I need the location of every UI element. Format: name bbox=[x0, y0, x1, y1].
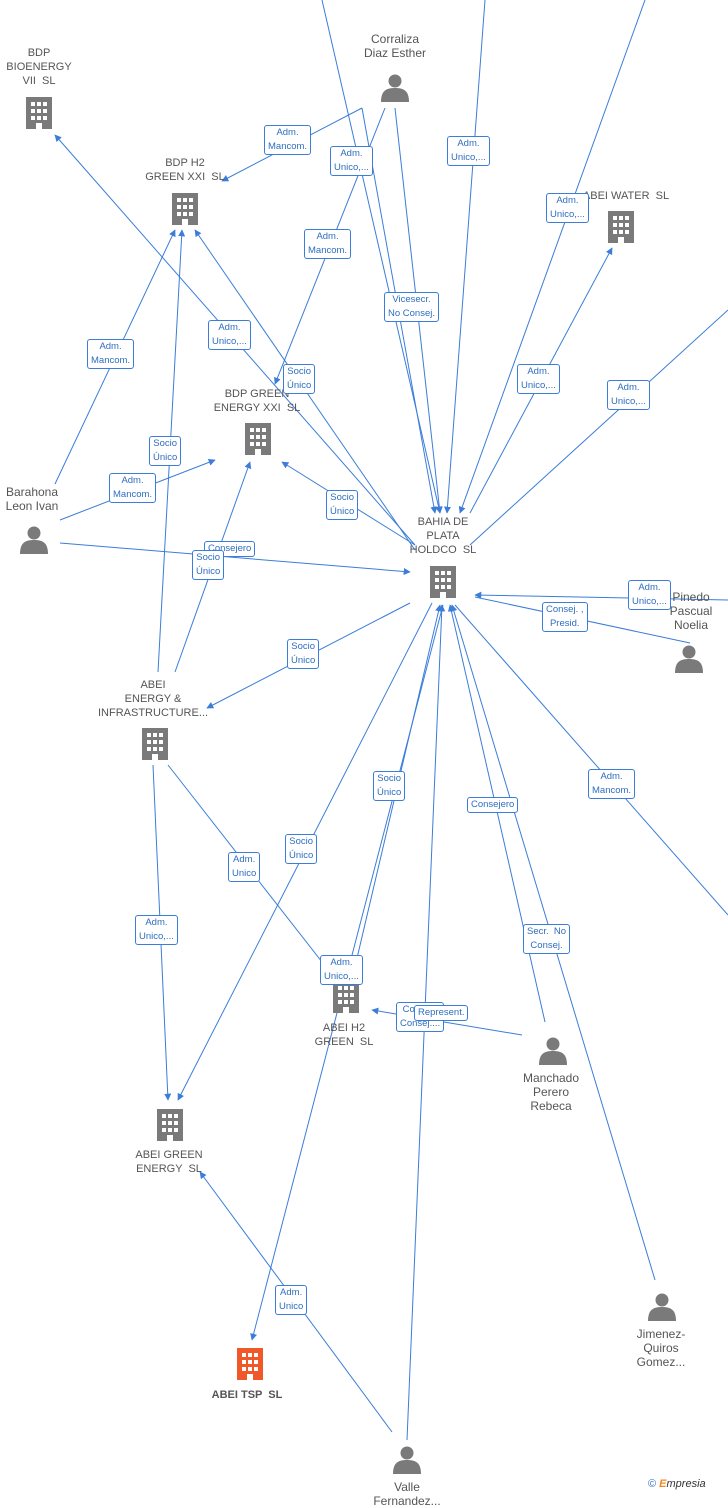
company-icon bbox=[142, 728, 168, 760]
edge-label[interactable]: Represent. bbox=[414, 1005, 469, 1021]
edge-label[interactable]: Socio Único bbox=[287, 639, 320, 669]
edge-label[interactable]: Consej. , Presid. bbox=[542, 602, 588, 632]
edge-label[interactable]: Socio Único bbox=[149, 436, 182, 466]
company-icon bbox=[157, 1109, 183, 1141]
edge-label[interactable]: Secr. No Consej. bbox=[523, 924, 571, 954]
node-label: ABEI H2 GREEN SL bbox=[314, 1022, 374, 1048]
node-label: BDP GREEN ENERGY XXI SL bbox=[213, 388, 301, 414]
node-bahia[interactable]: BAHIA DE PLATA HOLDCO SL bbox=[403, 515, 483, 557]
node-jimenez[interactable]: Jimenez- Quiros Gomez... bbox=[620, 1327, 702, 1369]
edge-label[interactable]: Socio Único bbox=[373, 771, 406, 801]
node-barahona[interactable]: Barahona Leon Ivan bbox=[0, 485, 64, 513]
edge bbox=[443, 0, 486, 514]
edge bbox=[321, 0, 442, 514]
company-icon bbox=[245, 423, 271, 455]
node-label: ABEI WATER SL bbox=[582, 190, 670, 202]
node-label: Jimenez- Quiros Gomez... bbox=[636, 1327, 686, 1369]
edge-label[interactable]: Adm. Unico,... bbox=[208, 320, 251, 350]
edge-label[interactable]: Adm. Mancom. bbox=[588, 769, 636, 799]
edge-label[interactable]: Adm. Unico,... bbox=[517, 364, 560, 394]
node-manchado[interactable]: Manchado Perero Rebeca bbox=[511, 1071, 591, 1113]
edge-label[interactable]: Adm. Unico,... bbox=[546, 193, 589, 223]
edge-label[interactable]: Socio Único bbox=[192, 550, 225, 580]
node-abei-water[interactable]: ABEI WATER SL bbox=[576, 189, 676, 203]
company-icon bbox=[430, 566, 456, 598]
copyright-symbol: © bbox=[648, 1478, 657, 1490]
company-icon bbox=[172, 193, 198, 225]
edge-label[interactable]: Adm. Unico,... bbox=[447, 136, 490, 166]
copyright-notice: © Empresia bbox=[648, 1478, 706, 1490]
edge bbox=[454, 604, 728, 916]
empresia-logo-text: mpresia bbox=[666, 1478, 706, 1490]
node-label: BDP BIOENERGY VII SL bbox=[6, 47, 72, 87]
empresia-logo-initial: E bbox=[659, 1478, 667, 1490]
node-abei-tsp[interactable]: ABEI TSP SL bbox=[195, 1388, 299, 1402]
node-bdp-h2[interactable]: BDP H2 GREEN XXI SL bbox=[135, 156, 235, 184]
edge-label[interactable]: Adm. Unico bbox=[228, 852, 261, 882]
person-icon bbox=[20, 526, 48, 554]
node-label: BDP H2 GREEN XXI SL bbox=[145, 157, 225, 183]
node-abei-energy-infra[interactable]: ABEI ENERGY & INFRASTRUCTURE... bbox=[92, 678, 214, 720]
node-corraliza[interactable]: Corraliza Diaz Esther bbox=[345, 32, 445, 60]
edge-label[interactable]: Adm. Unico,... bbox=[607, 380, 650, 410]
edge-label[interactable]: Adm. Unico,... bbox=[320, 955, 363, 985]
company-icon bbox=[26, 97, 52, 129]
node-label: ABEI ENERGY & INFRASTRUCTURE... bbox=[98, 679, 208, 719]
node-pinedo[interactable]: Pinedo Pascual Noelia bbox=[654, 590, 728, 632]
node-bdp-bioenergy[interactable]: BDP BIOENERGY VII SL bbox=[0, 46, 78, 88]
edge bbox=[447, 604, 546, 1023]
edge-label[interactable]: Socio Único bbox=[283, 364, 316, 394]
person-icon bbox=[675, 645, 703, 673]
person-icon bbox=[393, 1446, 421, 1474]
edge-label[interactable]: Vicesecr. No Consej. bbox=[384, 292, 439, 322]
edge-label[interactable]: Adm. Mancom. bbox=[87, 339, 135, 369]
node-label: Corraliza Diaz Esther bbox=[363, 32, 427, 60]
edge-label[interactable]: Adm. Mancom. bbox=[264, 125, 312, 155]
node-bdp-green-energy[interactable]: BDP GREEN ENERGY XXI SL bbox=[205, 387, 309, 415]
edge bbox=[59, 542, 411, 575]
node-label: ABEI GREEN ENERGY SL bbox=[135, 1149, 203, 1175]
edge-label[interactable]: Adm. Mancom. bbox=[109, 473, 157, 503]
edge-label[interactable]: Adm. Unico,... bbox=[330, 146, 373, 176]
node-label: Barahona Leon Ivan bbox=[5, 485, 59, 513]
node-label: Manchado Perero Rebeca bbox=[522, 1071, 580, 1113]
node-label: ABEI TSP SL bbox=[211, 1389, 283, 1401]
edge-label[interactable]: Consejero bbox=[467, 797, 519, 813]
person-icon bbox=[648, 1293, 676, 1321]
edge bbox=[458, 0, 646, 514]
edge bbox=[469, 309, 728, 546]
company-icon bbox=[608, 211, 634, 243]
node-label: Pinedo Pascual Noelia bbox=[669, 590, 713, 632]
edge-label[interactable]: Adm. Unico,... bbox=[628, 580, 671, 610]
company-icon-focus bbox=[237, 1348, 263, 1380]
person-icon bbox=[381, 74, 409, 102]
edge-label[interactable]: Socio Único bbox=[285, 834, 318, 864]
person-icon bbox=[539, 1037, 567, 1065]
node-abei-green-energy[interactable]: ABEI GREEN ENERGY SL bbox=[123, 1148, 215, 1176]
company-icon bbox=[333, 981, 359, 1013]
node-label: BAHIA DE PLATA HOLDCO SL bbox=[409, 516, 477, 556]
node-abei-h2[interactable]: ABEI H2 GREEN SL bbox=[304, 1021, 384, 1049]
node-valle[interactable]: Valle Fernandez... bbox=[367, 1480, 447, 1508]
edge bbox=[474, 591, 728, 601]
edge-label[interactable]: Adm. Unico bbox=[275, 1285, 308, 1315]
edge-label[interactable]: Adm. Unico,... bbox=[135, 915, 178, 945]
edge-label[interactable]: Adm. Mancom. bbox=[304, 229, 352, 259]
node-label: Valle Fernandez... bbox=[373, 1480, 441, 1508]
edge-label[interactable]: Socio Único bbox=[326, 490, 359, 520]
